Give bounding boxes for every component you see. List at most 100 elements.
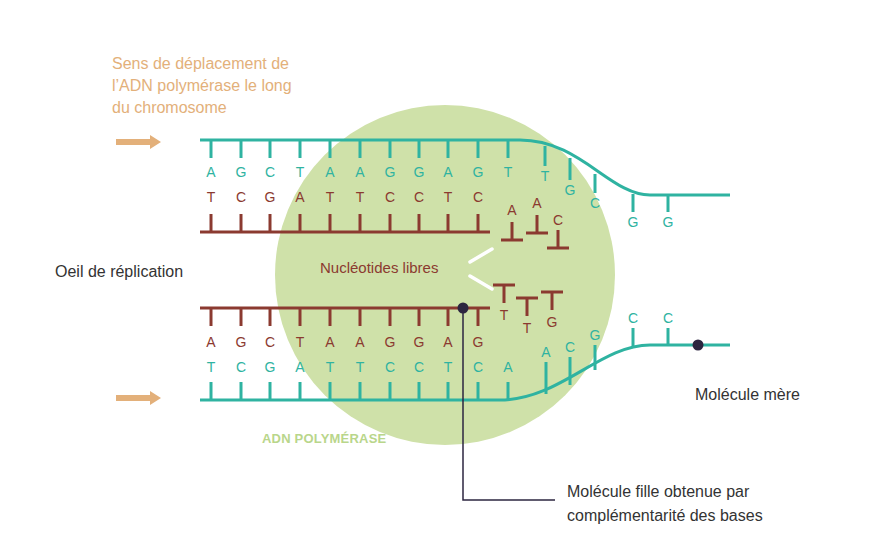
base-letter: C [625, 309, 641, 327]
base-letter: A [322, 163, 338, 181]
base-tick [477, 140, 480, 158]
base-letter: A [292, 188, 308, 206]
base-tick [269, 140, 272, 158]
base-tick [569, 357, 572, 385]
base-tick [447, 382, 450, 400]
base-letter: G [233, 333, 249, 351]
base-letter: T [537, 167, 553, 185]
base-letter: A [352, 163, 368, 181]
base-tick [269, 214, 272, 232]
base-letter: C [470, 188, 486, 206]
base-letter: T [352, 188, 368, 206]
base-letter: G [562, 181, 578, 199]
base-tick [447, 308, 450, 326]
base-tick [477, 382, 480, 400]
base-letter: T [292, 333, 308, 351]
nucleotide-label: Nucléotides libres [320, 258, 438, 278]
node-title: ADN POLYMÉRASE [262, 431, 386, 446]
base-tick [269, 382, 272, 400]
base-tick [359, 140, 362, 158]
base-letter: C [587, 194, 603, 212]
base-tick [210, 214, 213, 232]
base-tick [240, 140, 243, 158]
base-letter: G [470, 163, 486, 181]
base-tick [594, 345, 597, 370]
base-letter: C [411, 188, 427, 206]
base-letter: T [203, 188, 219, 206]
base-letter: G [660, 213, 676, 231]
base-tick [447, 214, 450, 232]
callout-label: Molécule mère [695, 385, 800, 405]
base-tick [632, 328, 635, 348]
base-tick [359, 214, 362, 232]
base-tick [210, 140, 213, 158]
base-letter: C [550, 211, 566, 229]
base-tick [329, 308, 332, 326]
leader-dot [693, 340, 704, 351]
base-letter: A [292, 358, 308, 376]
base-letter: G [233, 163, 249, 181]
base-letter: C [233, 188, 249, 206]
base-letter: C [660, 309, 676, 327]
base-tick [569, 158, 572, 180]
base-letter: A [352, 333, 368, 351]
base-tick [299, 214, 302, 232]
callout-label: Molécule fille obtenue par complémentari… [567, 480, 807, 528]
base-tick [299, 308, 302, 326]
base-letter: T [203, 358, 219, 376]
base-tick [389, 308, 392, 326]
base-tick [477, 308, 480, 326]
base-tick [389, 140, 392, 158]
base-letter: C [262, 163, 278, 181]
daughter-strand [200, 231, 490, 234]
base-tick [389, 382, 392, 400]
base-letter: A [203, 163, 219, 181]
base-tick [269, 308, 272, 326]
base-letter: G [382, 333, 398, 351]
base-letter: T [440, 358, 456, 376]
base-letter: G [411, 333, 427, 351]
base-letter: G [382, 163, 398, 181]
base-letter: T [322, 188, 338, 206]
base-tick [632, 194, 635, 212]
base-letter: C [382, 358, 398, 376]
base-letter: C [382, 188, 398, 206]
base-letter: C [562, 338, 578, 356]
base-tick [447, 140, 450, 158]
base-letter: T [292, 163, 308, 181]
base-letter: T [500, 163, 516, 181]
base-tick [329, 214, 332, 232]
base-letter: T [496, 306, 512, 324]
base-letter: A [500, 358, 516, 376]
base-letter: T [440, 188, 456, 206]
base-letter: C [233, 358, 249, 376]
base-letter: G [470, 333, 486, 351]
base-letter: G [411, 163, 427, 181]
base-tick [667, 328, 670, 345]
base-tick [329, 140, 332, 158]
base-letter: A [440, 163, 456, 181]
base-letter: A [538, 343, 554, 361]
base-tick [389, 214, 392, 232]
base-letter: A [504, 201, 520, 219]
base-letter: G [587, 326, 603, 344]
base-letter: T [519, 319, 535, 337]
base-tick [329, 382, 332, 400]
base-tick [544, 146, 547, 166]
base-tick [240, 382, 243, 400]
base-tick [299, 382, 302, 400]
base-tick [667, 195, 670, 212]
base-tick [299, 140, 302, 158]
base-letter: G [544, 313, 560, 331]
base-letter: C [262, 333, 278, 351]
base-letter: G [625, 213, 641, 231]
base-letter: A [203, 333, 219, 351]
base-tick [359, 382, 362, 400]
base-tick [507, 382, 510, 400]
base-tick [418, 308, 421, 326]
base-tick [418, 214, 421, 232]
base-tick [210, 308, 213, 326]
base-tick [477, 214, 480, 232]
base-letter: T [352, 358, 368, 376]
